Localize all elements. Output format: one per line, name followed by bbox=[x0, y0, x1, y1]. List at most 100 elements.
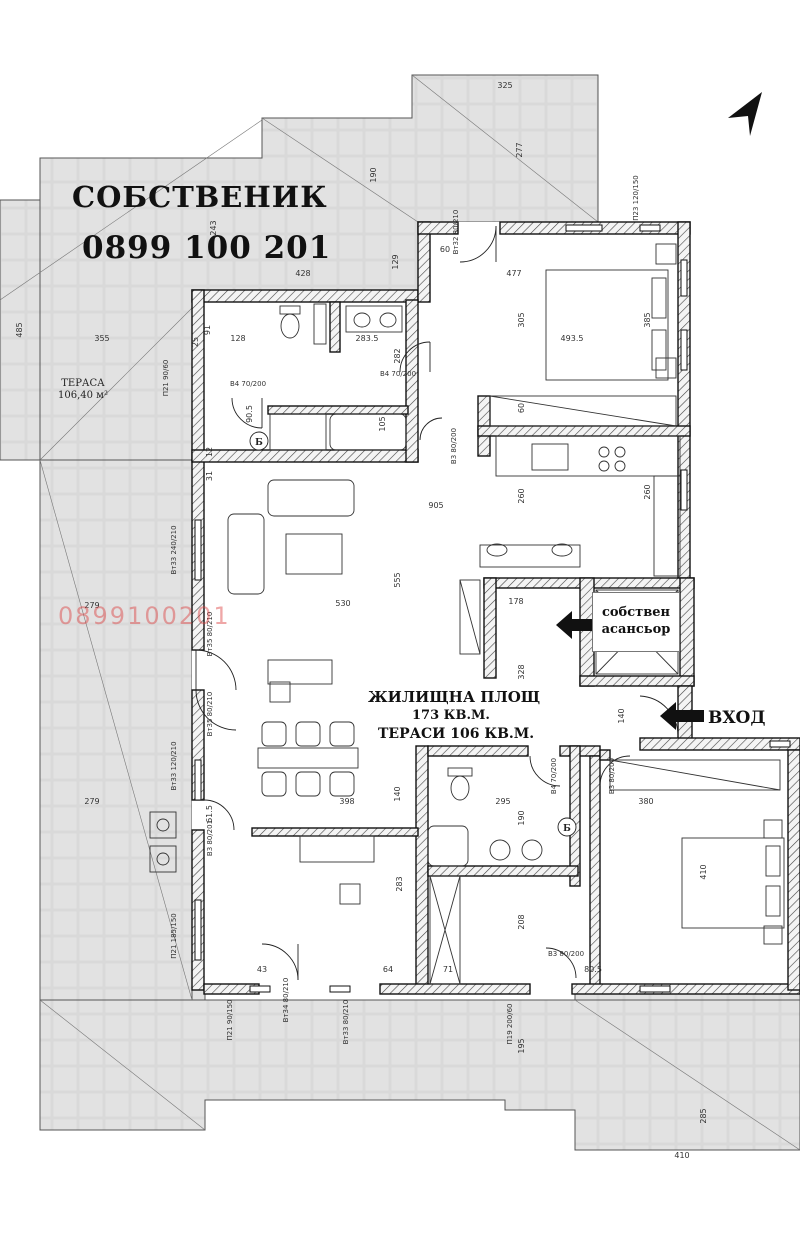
dimension-label: 128 bbox=[230, 334, 245, 343]
dining-table bbox=[479, 544, 581, 568]
door-label: В3 80/200 bbox=[608, 758, 616, 794]
door-label: П21 90/150 bbox=[226, 999, 234, 1040]
dimension-label: 178 bbox=[508, 597, 523, 606]
dimension-labels: 32527719024342812960477305493.5385355485… bbox=[15, 81, 708, 1160]
dimension-label: 31 bbox=[205, 471, 214, 481]
terrace-label-name: ТЕРАСА bbox=[61, 378, 105, 389]
dimension-label: 260 bbox=[643, 484, 652, 499]
door-label: П19 200/60 bbox=[506, 1003, 514, 1044]
door-label: Вт33 240/210 bbox=[170, 525, 178, 574]
dimension-label: 129 bbox=[391, 254, 400, 269]
entrance-label: ВХОД bbox=[708, 708, 766, 728]
kitchen-island bbox=[267, 659, 333, 685]
door-label: Вт35 80/210 bbox=[206, 692, 214, 737]
door-label: Вт33 120/210 bbox=[170, 741, 178, 790]
living-area-title: ЖИЛИЩНА ПЛОЩ bbox=[368, 688, 541, 706]
phone-watermark: 0899100201 bbox=[58, 602, 231, 630]
dimension-label: 105 bbox=[378, 416, 387, 431]
dimension-label: 410 bbox=[699, 864, 708, 879]
door-label: П21 90/60 bbox=[162, 360, 170, 397]
dimension-label: 25 bbox=[191, 337, 200, 347]
terrace-label-area: 106,40 м² bbox=[58, 390, 108, 401]
dimension-label: 530 bbox=[335, 599, 350, 608]
dimension-label: 477 bbox=[506, 269, 521, 278]
dimension-label: 60 bbox=[440, 245, 450, 254]
living-area-value: 173 КВ.М. bbox=[412, 708, 490, 723]
terrace-label: ТЕРАСА 106,40 м² bbox=[58, 378, 108, 402]
dimension-label: 64 bbox=[383, 965, 393, 974]
dimension-label: 12 bbox=[205, 447, 214, 457]
dimension-label: 80.5 bbox=[584, 965, 602, 974]
dimension-label: 485 bbox=[15, 322, 24, 337]
dimension-label: 91 bbox=[203, 325, 212, 335]
coffee-table bbox=[285, 533, 343, 575]
door-label: П23 120/150 bbox=[632, 175, 640, 220]
dimension-label: 60 bbox=[517, 403, 526, 413]
bed-3 bbox=[681, 837, 785, 929]
dining-table-2 bbox=[257, 747, 359, 769]
dimension-label: 295 bbox=[495, 797, 510, 806]
doors bbox=[195, 225, 679, 981]
bed-1 bbox=[545, 269, 669, 381]
kitchen-counter bbox=[495, 435, 681, 477]
north-arrow-icon bbox=[728, 92, 762, 136]
dimension-label: 279 bbox=[84, 601, 99, 610]
dimension-label: 905 bbox=[428, 501, 443, 510]
door-label: Вт35 80/210 bbox=[206, 612, 214, 657]
bathroom-sign-2: Б bbox=[563, 824, 571, 834]
elevator-label: собствен асансьор bbox=[592, 592, 680, 652]
dimension-label: 328 bbox=[517, 664, 526, 679]
dimension-label: 260 bbox=[517, 488, 526, 503]
dimension-label: 243 bbox=[209, 220, 218, 235]
dimension-label: 277 bbox=[515, 142, 524, 157]
dimension-label: 190 bbox=[369, 167, 378, 182]
dimension-label: 43 bbox=[257, 965, 267, 974]
dimension-label: 428 bbox=[295, 269, 310, 278]
dimension-label: 283.5 bbox=[356, 334, 379, 343]
dimension-label: 279 bbox=[84, 797, 99, 806]
bathroom-signs: Б Б bbox=[249, 431, 577, 837]
dimension-label: 555 bbox=[393, 572, 402, 587]
door-label: В4 70/200 bbox=[380, 370, 416, 378]
dimension-label: 61.5 bbox=[205, 805, 214, 823]
dimension-label: 190 bbox=[517, 810, 526, 825]
owner-phone: 0899 100 201 bbox=[82, 230, 332, 266]
door-label: В4 70/200 bbox=[230, 380, 266, 388]
dimension-label: 90.5 bbox=[245, 405, 254, 423]
sofa-1 bbox=[267, 479, 355, 517]
entrance-arrow-icon bbox=[660, 702, 704, 730]
door-label: В3 80/201 bbox=[206, 820, 214, 856]
door-label: В3 80/200 bbox=[548, 950, 584, 958]
dimension-label: 355 bbox=[94, 334, 109, 343]
bathroom-sign-1: Б bbox=[255, 438, 263, 448]
bathtub bbox=[329, 413, 407, 451]
dimension-label: 325 bbox=[497, 81, 512, 90]
dimension-label: 140 bbox=[393, 786, 402, 801]
sofa-2 bbox=[227, 513, 265, 595]
door-label: Вт34 80/210 bbox=[282, 978, 290, 1023]
dimension-label: 71 bbox=[443, 965, 453, 974]
door-label: Вт32 80/210 bbox=[452, 210, 460, 255]
elevator-label-line1: собствен bbox=[601, 605, 671, 620]
door-label: Вт33 80/210 bbox=[342, 1000, 350, 1045]
terraces-area: ТЕРАСИ 106 КВ.М. bbox=[378, 726, 535, 742]
dimension-label: 398 bbox=[339, 797, 354, 806]
dimension-label: 410 bbox=[674, 1151, 689, 1160]
dimension-label: 282 bbox=[393, 348, 402, 363]
dimension-label: 285 bbox=[699, 1108, 708, 1123]
dimension-label: 195 bbox=[517, 1038, 526, 1053]
dimension-label: 385 bbox=[643, 312, 652, 327]
dimension-label: 380 bbox=[638, 797, 653, 806]
door-label: П21 185/150 bbox=[170, 913, 178, 958]
dimension-label: 493.5 bbox=[561, 334, 584, 343]
owner-title: СОБСТВЕНИК bbox=[72, 180, 328, 214]
dimension-label: 208 bbox=[517, 914, 526, 929]
door-label: В4 70/200 bbox=[550, 758, 558, 794]
dimension-label: 283 bbox=[395, 876, 404, 891]
elevator-label-line2: асансьор bbox=[601, 622, 671, 637]
dimension-label: 140 bbox=[617, 708, 626, 723]
windows bbox=[194, 224, 791, 993]
door-label: В3 80/200 bbox=[450, 428, 458, 464]
